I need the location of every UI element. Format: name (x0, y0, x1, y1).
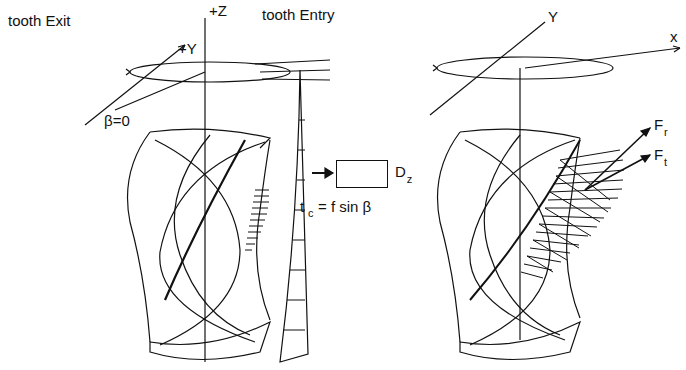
axis-label: +Y (178, 40, 197, 57)
subscript-label: c (308, 207, 314, 219)
force-label: F (654, 116, 663, 133)
annotation-label: tooth Exit (8, 12, 71, 29)
axis-label: Y (548, 8, 558, 25)
subscript-label: z (407, 173, 413, 185)
symbol-label: t (300, 198, 304, 215)
subscript-label: t (664, 156, 667, 168)
axis-label: +Z (209, 2, 227, 19)
axis-label: x (670, 28, 678, 45)
formula-label: = f sin β (318, 198, 371, 215)
annotation-label: tooth Entry (262, 6, 335, 23)
force-label: F (654, 146, 663, 163)
angle-label: β=0 (104, 112, 130, 129)
subscript-label: r (664, 126, 668, 138)
box-label: D (395, 163, 406, 180)
force-box: Dz (336, 160, 388, 188)
